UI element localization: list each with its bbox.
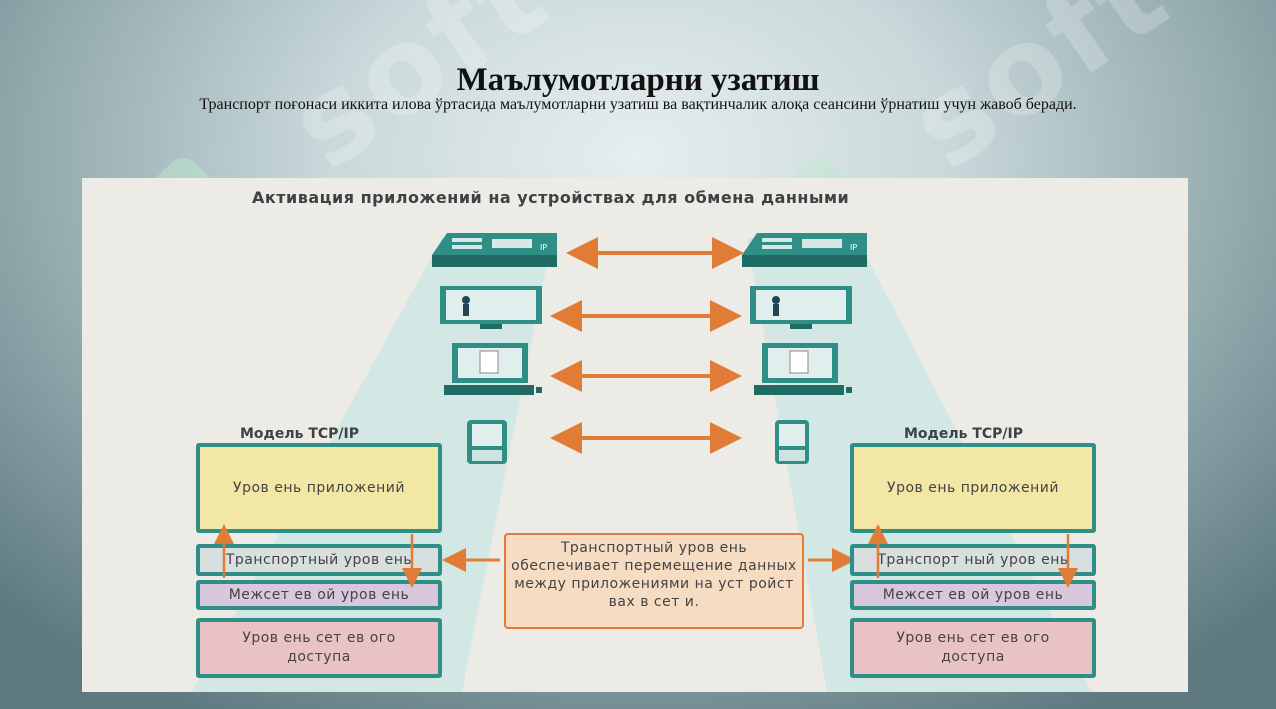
diagram-title: Активация приложений на устройствах для … [252, 188, 850, 207]
computer-icon [754, 343, 852, 395]
devices: IP IP [432, 233, 867, 572]
transport-layer-note: Транспортный уров ень обеспечивает перем… [504, 533, 804, 629]
page-title: Маълумотларни узатиш [456, 62, 820, 98]
ip-phone-icon: IP [432, 233, 557, 267]
left-transport-layer: Транспортный уров ень [196, 544, 442, 576]
computer-icon [444, 343, 542, 395]
diagram-panel: Активация приложений на устройствах для … [82, 178, 1188, 692]
right-transport-layer: Транспорт ный уров ень [850, 544, 1096, 576]
ip-phone-icon: IP [742, 233, 867, 267]
left-internet-layer: Межсет ев ой уров ень [196, 580, 442, 610]
svg-text:IP: IP [850, 243, 857, 252]
video-monitor-icon [750, 286, 852, 329]
left-application-layer: Уров ень приложений [196, 443, 442, 533]
right-network-access-layer: Уров ень сет ев ого доступа [850, 618, 1096, 678]
left-model-label: Модель TCP/IP [240, 426, 359, 442]
mobile-phone-icon [775, 420, 809, 464]
video-monitor-icon [440, 286, 542, 329]
right-application-layer: Уров ень приложений [850, 443, 1096, 533]
right-model-label: Модель TCP/IP [904, 426, 1023, 442]
svg-text:IP: IP [540, 243, 547, 252]
right-internet-layer: Межсет ев ой уров ень [850, 580, 1096, 610]
page-subtitle: Транспорт поғонаси иккита илова ўртасида… [199, 96, 1077, 113]
mobile-phone-icon [467, 420, 507, 464]
left-network-access-layer: Уров ень сет ев ого доступа [196, 618, 442, 678]
layer-arrows [214, 524, 1078, 588]
